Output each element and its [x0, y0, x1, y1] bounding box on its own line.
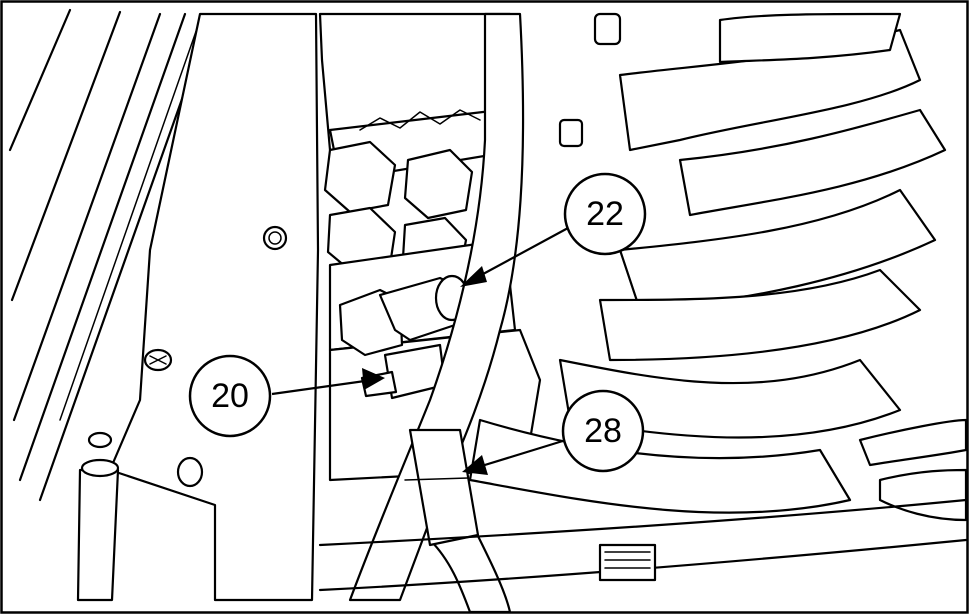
callout-28-label: 28 [584, 412, 622, 450]
hex-fitting [323, 140, 397, 214]
callout-20-circle [188, 354, 272, 438]
bracket-hole [262, 225, 288, 251]
callout-20-label: 20 [211, 377, 249, 415]
bracket-slot [176, 456, 204, 488]
floor-plate [318, 498, 968, 592]
mounting-bracket [108, 12, 320, 602]
callout-28: 28 [561, 389, 645, 473]
callout-22-label: 22 [586, 195, 624, 233]
leader-lines [271, 227, 569, 475]
hex-fitting [403, 148, 474, 220]
callout-22: 22 [563, 172, 647, 256]
mounting-stud [76, 431, 120, 602]
callout-22-circle [563, 172, 647, 256]
hose-sleeve-28 [404, 428, 480, 547]
callout-20: 20 [188, 354, 272, 438]
callout-28-circle [561, 389, 645, 473]
hose-fitting-22 [338, 274, 472, 357]
